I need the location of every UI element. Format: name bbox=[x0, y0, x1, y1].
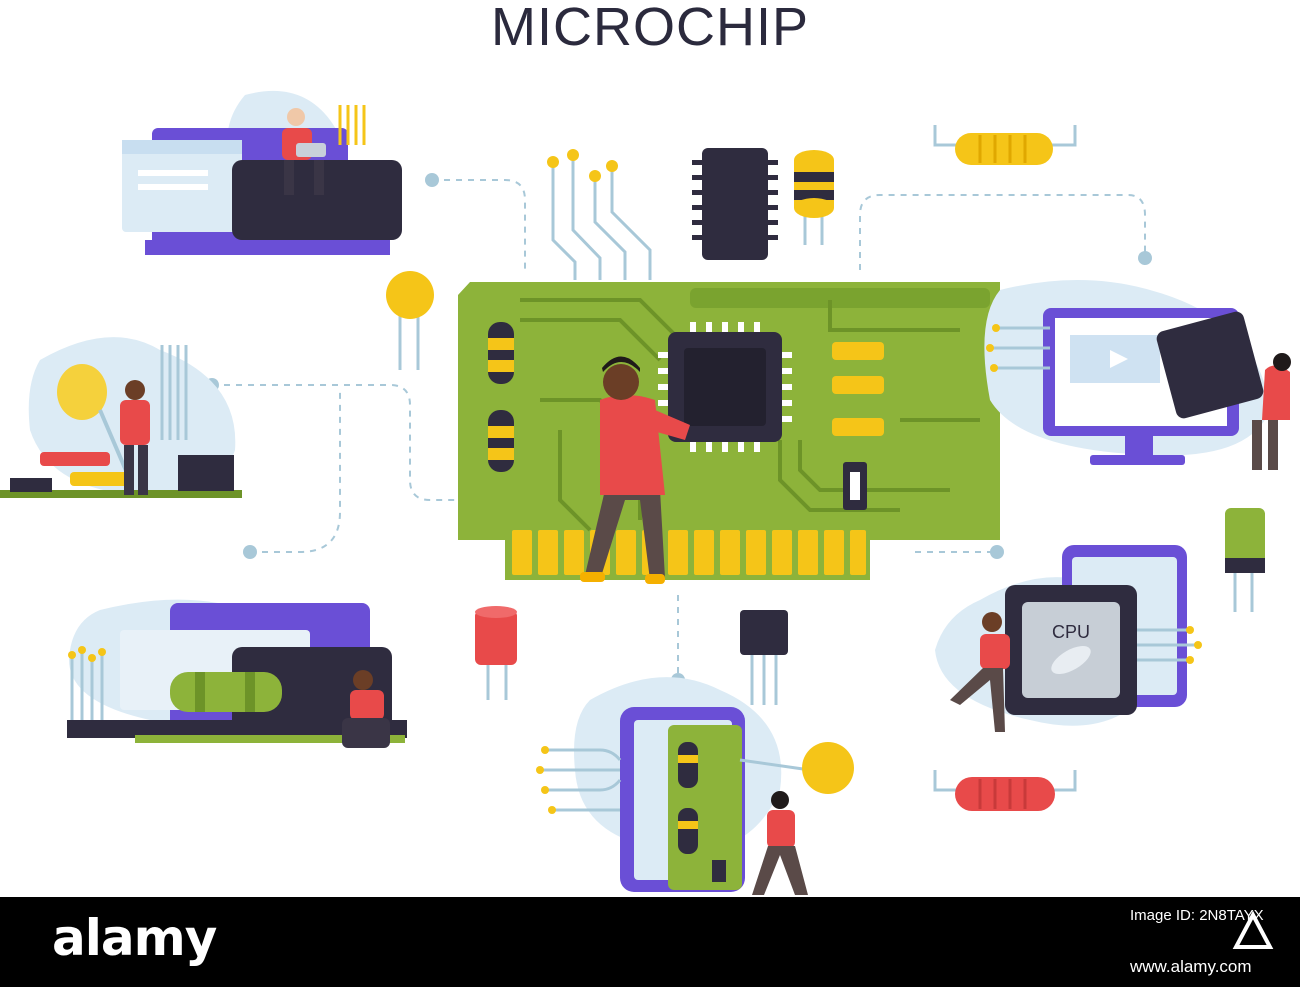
footer-url[interactable]: www.alamy.com bbox=[1130, 957, 1252, 976]
scene-cpu: CPU bbox=[935, 545, 1202, 732]
scene-led bbox=[0, 337, 242, 498]
scene-phone-board bbox=[536, 677, 854, 895]
person-board-man bbox=[580, 356, 690, 584]
circuit-board bbox=[458, 282, 1000, 580]
page-title: MICROCHIP bbox=[491, 0, 809, 57]
circuit-trace-pads bbox=[547, 149, 618, 182]
connector-lines bbox=[212, 179, 1146, 680]
transistor-bottom bbox=[740, 610, 788, 705]
watermark-footer: alamy Image ID: 2N8TAYX www.alamy.com bbox=[0, 897, 1300, 987]
board-resistors bbox=[832, 342, 884, 436]
scene-tablet-resistor bbox=[67, 599, 407, 748]
resistor-bottom-right bbox=[933, 770, 1077, 811]
circuit-traces-top bbox=[551, 155, 652, 280]
dip-chip-top bbox=[692, 148, 778, 260]
resistor-top-right bbox=[933, 125, 1077, 165]
inductor-top bbox=[794, 150, 834, 245]
brand-logo: alamy bbox=[52, 909, 217, 967]
board-capacitors bbox=[488, 322, 514, 472]
scene-monitor-chip bbox=[984, 280, 1291, 470]
capacitor-red bbox=[475, 606, 517, 700]
capacitor-green bbox=[1225, 508, 1265, 612]
cpu-label: CPU bbox=[1052, 622, 1090, 642]
ceramic-capacitor-left bbox=[386, 271, 434, 370]
main-chip bbox=[658, 322, 792, 452]
image-id: Image ID: 2N8TAYX bbox=[1130, 907, 1264, 924]
scene-laptop-chip bbox=[122, 90, 402, 255]
alamy-mark-icon bbox=[1232, 911, 1274, 949]
microchip-infographic: CPU bbox=[0, 90, 1291, 895]
